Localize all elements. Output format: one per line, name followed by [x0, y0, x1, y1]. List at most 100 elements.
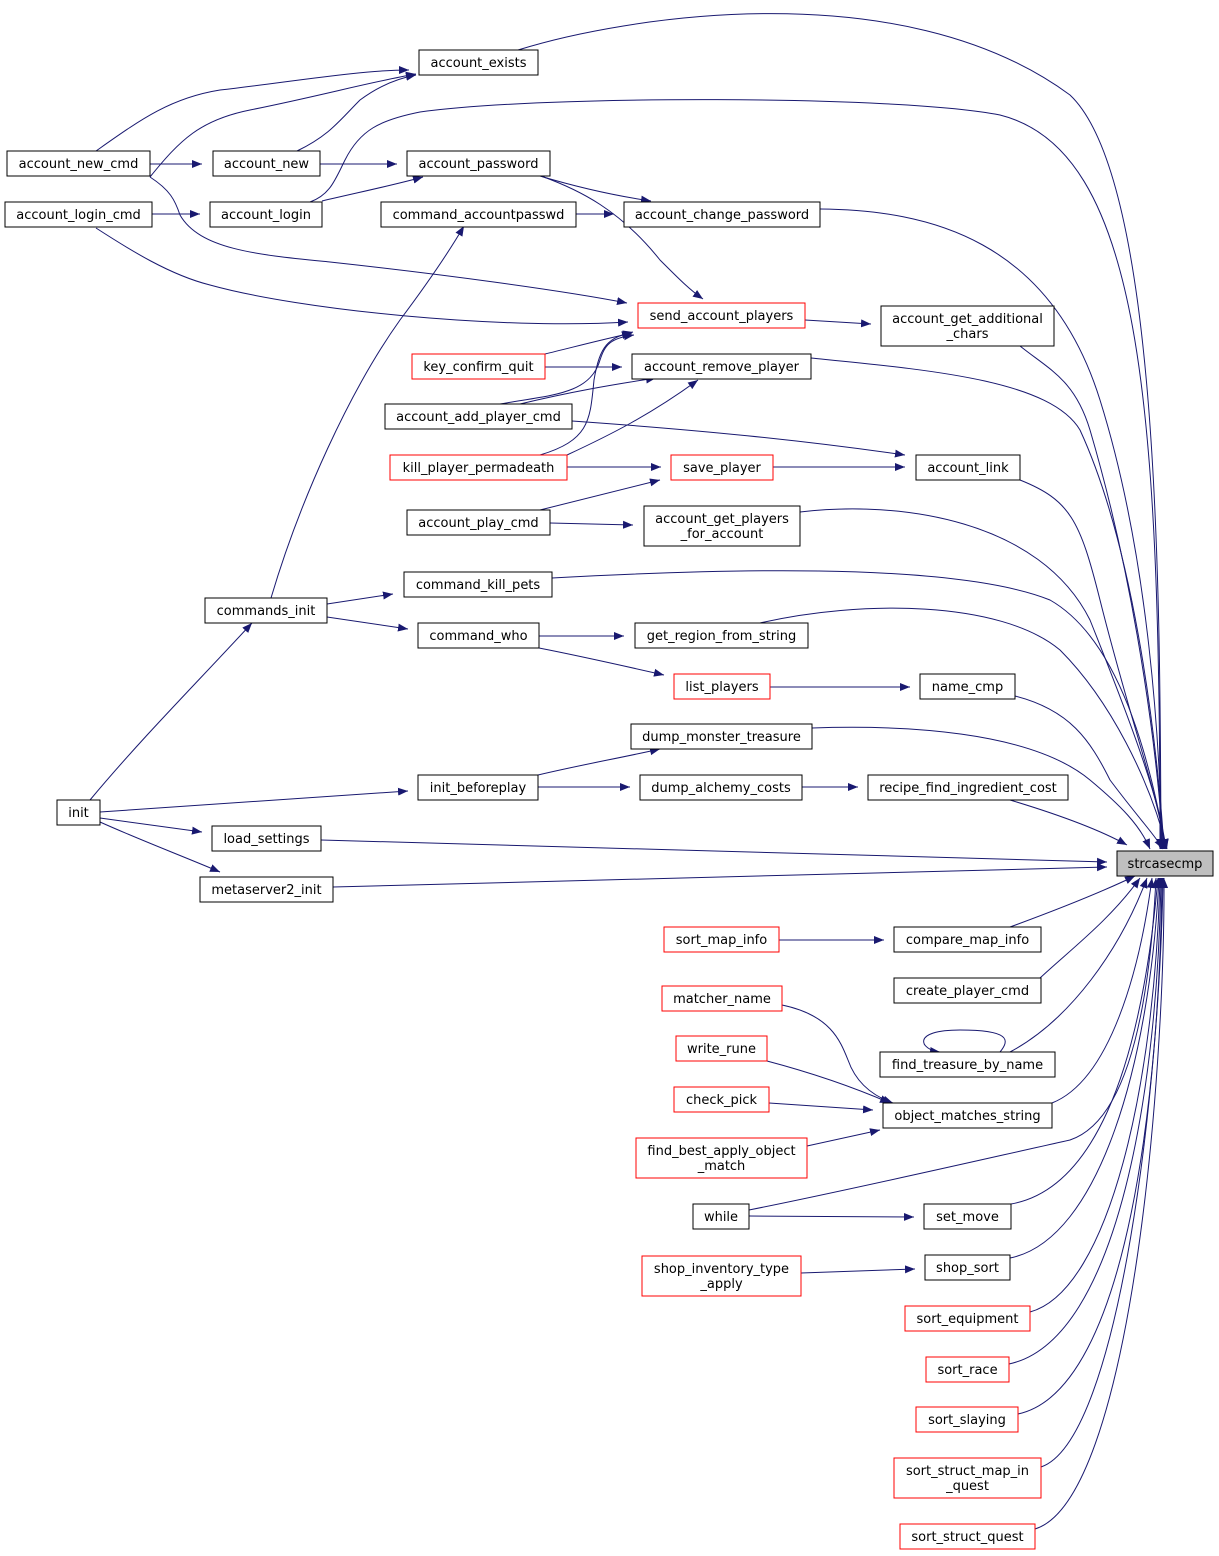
node-label: find_best_apply_object [647, 1144, 795, 1159]
node-label: account_change_password [635, 208, 809, 223]
node-object-matches-string[interactable]: object_matches_string [882, 1102, 1053, 1129]
node-box [924, 1254, 1011, 1281]
node-label: object_matches_string [894, 1109, 1040, 1124]
node-label: create_player_cmd [906, 984, 1029, 999]
node-box [904, 1305, 1031, 1332]
node-label: kill_player_permadeath [403, 461, 555, 476]
node-send-account-players[interactable]: send_account_players [637, 302, 806, 329]
node-label: account_new [224, 157, 310, 172]
node-commands-init[interactable]: commands_init [204, 597, 328, 624]
node-init[interactable]: init [56, 799, 101, 826]
node-account-link[interactable]: account_link [915, 454, 1021, 481]
edges [89, 13, 1169, 1530]
node-box [411, 353, 546, 380]
node-box [893, 926, 1042, 953]
node-label: _match [697, 1159, 746, 1174]
node-recipe-find-ingredient-cost[interactable]: recipe_find_ingredient_cost [867, 774, 1069, 801]
node-box [692, 1203, 750, 1230]
node-box [4, 201, 153, 228]
node-account-new[interactable]: account_new [212, 150, 321, 177]
node-matcher-name[interactable]: matcher_name [661, 985, 783, 1012]
node-box [389, 454, 568, 481]
call-edge [799, 508, 1169, 850]
node-key-confirm-quit[interactable]: key_confirm_quit [411, 353, 546, 380]
call-edge [517, 13, 1165, 850]
node-box [925, 1356, 1010, 1383]
node-check-pick[interactable]: check_pick [673, 1086, 770, 1113]
node-sort-slaying[interactable]: sort_slaying [915, 1406, 1019, 1433]
node-save-player[interactable]: save_player [670, 454, 774, 481]
call-edge [923, 1029, 1006, 1055]
call-edge [800, 1265, 916, 1274]
node-shop-inventory-type-apply[interactable]: shop_inventory_type_apply [641, 1255, 802, 1297]
node-account-change-password[interactable]: account_change_password [623, 201, 821, 228]
node-dump-alchemy-costs[interactable]: dump_alchemy_costs [639, 774, 803, 801]
call-edge [1017, 877, 1166, 1415]
call-edge [99, 821, 221, 873]
node-while[interactable]: while [692, 1203, 750, 1230]
node-sort-struct-map-in-quest[interactable]: sort_struct_map_in_quest [893, 1457, 1042, 1499]
node-shop-sort[interactable]: shop_sort [924, 1254, 1011, 1281]
node-sort-equipment[interactable]: sort_equipment [904, 1305, 1031, 1332]
node-account-login-cmd[interactable]: account_login_cmd [4, 201, 153, 228]
call-edge [149, 176, 628, 306]
node-init-beforeplay[interactable]: init_beforeplay [417, 774, 539, 801]
node-write-rune[interactable]: write_rune [675, 1035, 768, 1062]
node-load-settings[interactable]: load_settings [211, 825, 322, 852]
node-label: get_region_from_string [647, 629, 797, 644]
node-box [663, 926, 780, 953]
node-command-kill-pets[interactable]: command_kill_pets [403, 571, 553, 598]
node-box [675, 1035, 768, 1062]
node-account-remove-player[interactable]: account_remove_player [631, 353, 812, 380]
call-edge [549, 520, 634, 529]
node-box [406, 150, 551, 177]
node-name-cmp[interactable]: name_cmp [919, 673, 1016, 700]
call-edge [296, 72, 417, 152]
node-label: _apply [699, 1277, 743, 1292]
node-list-players[interactable]: list_players [673, 673, 771, 700]
node-label: send_account_players [650, 309, 794, 324]
node-dump-monster-treasure[interactable]: dump_monster_treasure [630, 723, 813, 750]
call-edge [1014, 695, 1164, 850]
node-label: sort_map_info [676, 933, 767, 948]
node-label: init [68, 806, 89, 821]
node-create-player-cmd[interactable]: create_player_cmd [893, 977, 1042, 1004]
node-account-login[interactable]: account_login [209, 201, 323, 228]
call-edge [537, 747, 661, 776]
node-label: account_link [927, 461, 1009, 476]
call-edge [1009, 799, 1128, 846]
node-account-exists[interactable]: account_exists [418, 49, 539, 76]
node-box [919, 673, 1016, 700]
node-box [915, 454, 1021, 481]
node-account-get-additional-chars[interactable]: account_get_additional_chars [880, 305, 1055, 347]
node-label: _quest [945, 1479, 989, 1494]
node-set-move[interactable]: set_move [923, 1203, 1012, 1230]
node-box [56, 799, 101, 826]
node-get-region-from-string[interactable]: get_region_from_string [634, 622, 809, 649]
node-account-password[interactable]: account_password [406, 150, 551, 177]
node-find-treasure-by-name[interactable]: find_treasure_by_name [879, 1051, 1056, 1078]
node-box [212, 150, 321, 177]
call-edge [149, 71, 417, 178]
node-label: write_rune [687, 1042, 756, 1057]
node-compare-map-info[interactable]: compare_map_info [893, 926, 1042, 953]
node-strcasecmp[interactable]: strcasecmp [1116, 850, 1214, 877]
node-account-play-cmd[interactable]: account_play_cmd [406, 509, 551, 536]
node-command-accountpasswd[interactable]: command_accountpasswd [380, 201, 577, 228]
call-edge [551, 570, 1169, 850]
node-label: command_kill_pets [416, 578, 541, 593]
call-edge [539, 175, 652, 204]
node-find-best-apply-object-match[interactable]: find_best_apply_object_match [635, 1137, 808, 1179]
node-kill-player-permadeath[interactable]: kill_player_permadeath [389, 454, 568, 481]
node-command-who[interactable]: command_who [417, 622, 540, 649]
node-sort-struct-quest[interactable]: sort_struct_quest [899, 1523, 1036, 1550]
node-account-new-cmd[interactable]: account_new_cmd [6, 150, 151, 177]
node-account-add-player-cmd[interactable]: account_add_player_cmd [384, 403, 573, 430]
node-sort-map-info[interactable]: sort_map_info [663, 926, 780, 953]
node-metaserver2-init[interactable]: metaserver2_init [199, 876, 334, 903]
call-edge [819, 208, 1166, 850]
node-account-get-players-for-account[interactable]: account_get_players_for_account [643, 505, 801, 547]
node-sort-race[interactable]: sort_race [925, 1356, 1010, 1383]
call-edge [99, 787, 409, 813]
node-box [882, 1102, 1053, 1129]
